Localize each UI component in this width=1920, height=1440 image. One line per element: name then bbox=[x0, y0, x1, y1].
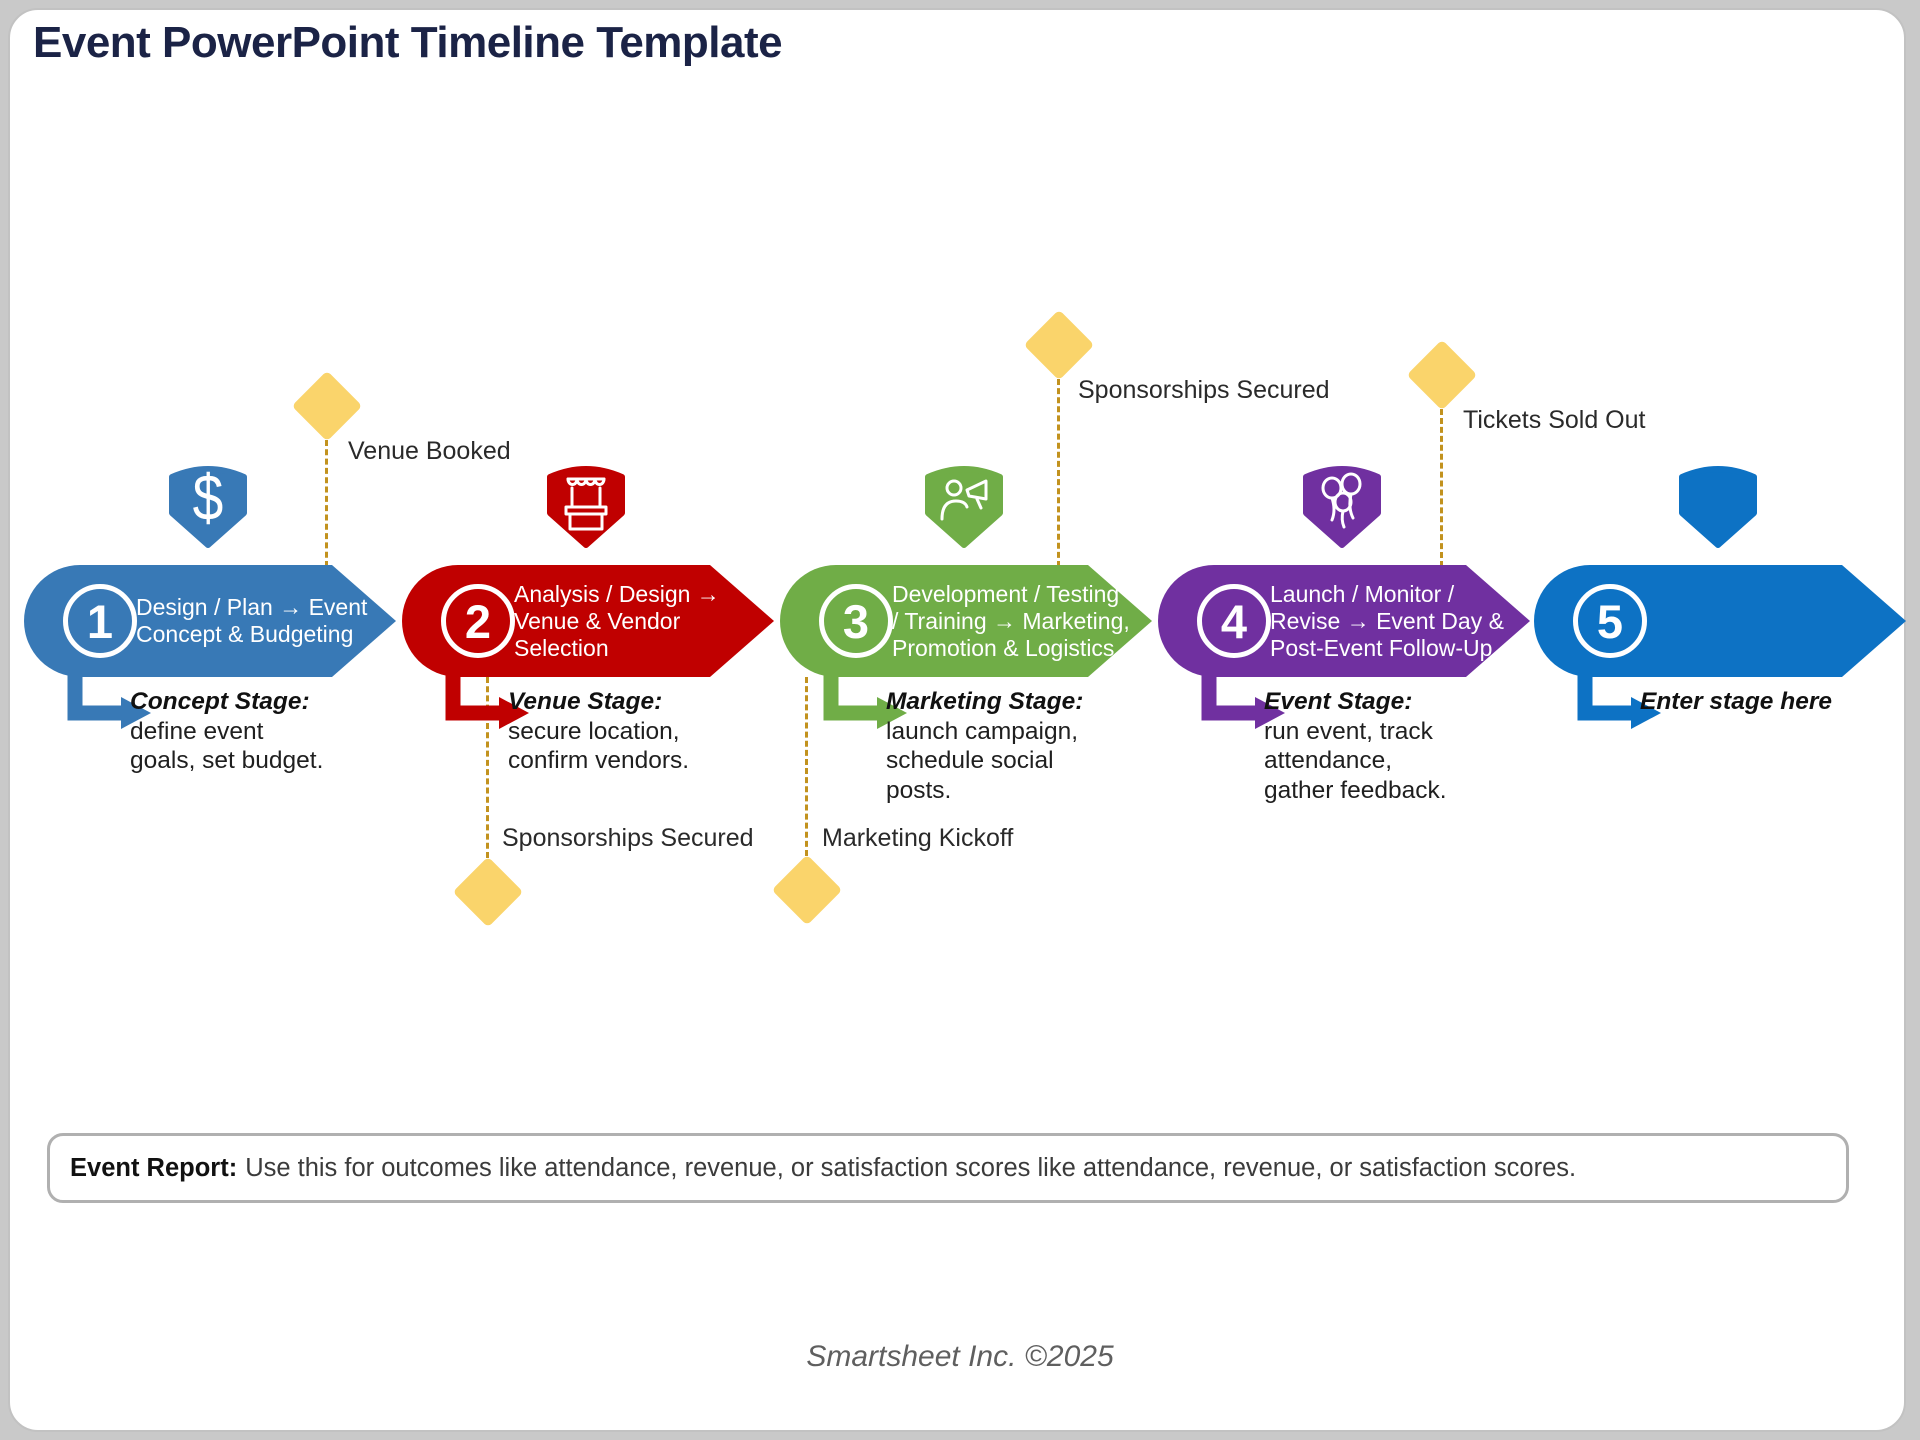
dollar-icon bbox=[169, 466, 247, 548]
stage-number-badge: 4 bbox=[1197, 584, 1271, 658]
elbow-arrow-icon bbox=[823, 675, 907, 729]
elbow-arrow-icon bbox=[445, 675, 529, 729]
stage-bar-text: Analysis / Design → Venue & Vendor Selec… bbox=[514, 580, 720, 661]
stage-4-event: 4 Launch / Monitor / Revise → Event Day … bbox=[1158, 457, 1538, 817]
balloons-icon bbox=[1303, 466, 1381, 548]
stage-number-badge: 1 bbox=[63, 584, 137, 658]
stage-3-marketing: 3 Development / Testing / Training → Mar… bbox=[780, 457, 1160, 817]
milestone-label: Sponsorships Secured bbox=[1078, 376, 1330, 404]
stage-5-placeholder: 5 Enter stage here bbox=[1534, 457, 1914, 817]
milestone-connector-line bbox=[1440, 409, 1443, 567]
event-report-label: Event Report: bbox=[70, 1153, 238, 1182]
event-report-box: Event Report: Use this for outcomes like… bbox=[47, 1133, 1849, 1203]
milestone-connector-line bbox=[1057, 379, 1060, 567]
stage-number-badge: 5 bbox=[1573, 584, 1647, 658]
stage-description: Venue Stage: secure location, confirm ve… bbox=[508, 688, 690, 774]
elbow-arrow-icon bbox=[1201, 675, 1285, 729]
blank-icon bbox=[1679, 466, 1757, 548]
stage-description: Marketing Stage: launch campaign, schedu… bbox=[886, 688, 1084, 804]
elbow-arrow-icon bbox=[1577, 675, 1661, 729]
dollar-glyph: $ bbox=[192, 461, 224, 535]
milestone-label: Marketing Kickoff bbox=[822, 824, 1014, 852]
stage-bar-text: Design / Plan → Event Concept & Budgetin… bbox=[136, 594, 368, 647]
stage-bar-text: Launch / Monitor / Revise → Event Day & … bbox=[1270, 580, 1504, 661]
milestone-connector-line bbox=[486, 677, 489, 858]
market-stall-icon bbox=[547, 466, 625, 548]
stage-number-badge: 2 bbox=[441, 584, 515, 658]
stage-description: Enter stage here bbox=[1640, 688, 1832, 715]
stage-2-venue: 2 Analysis / Design → Venue & Vendor Sel… bbox=[402, 457, 782, 817]
milestone-connector-line bbox=[805, 677, 808, 856]
event-report-text: Use this for outcomes like attendance, r… bbox=[245, 1153, 1577, 1182]
megaphone-icon bbox=[925, 466, 1003, 548]
milestone-label: Sponsorships Secured bbox=[502, 824, 754, 852]
stage-description: Event Stage: run event, track attendance… bbox=[1264, 688, 1447, 804]
stage-description: Concept Stage: define event goals, set b… bbox=[130, 688, 324, 774]
copyright-footer: Smartsheet Inc. ©2025 bbox=[806, 1340, 1114, 1373]
stage-1-concept: $ 1 Design / Plan → Event Concept & Budg… bbox=[24, 457, 404, 817]
milestone-label: Venue Booked bbox=[348, 437, 511, 465]
milestone-connector-line bbox=[325, 440, 328, 567]
page-title: Event PowerPoint Timeline Template bbox=[33, 18, 783, 67]
stage-bar-text: Development / Testing / Training → Marke… bbox=[892, 580, 1130, 661]
milestone-label: Tickets Sold Out bbox=[1463, 406, 1646, 434]
stage-number-badge: 3 bbox=[819, 584, 893, 658]
elbow-arrow-icon bbox=[67, 675, 151, 729]
